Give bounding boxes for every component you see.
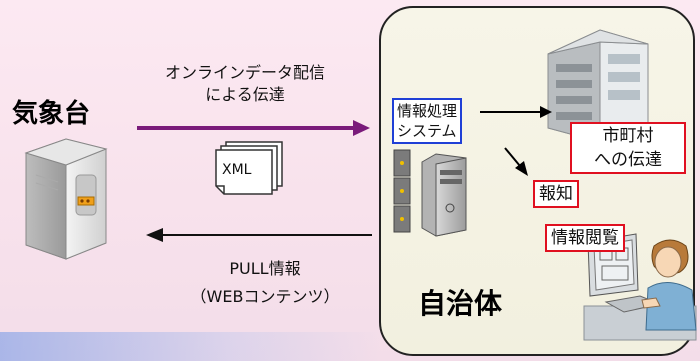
to-building-arrow-head	[540, 106, 552, 118]
xml-label: XML	[222, 162, 252, 178]
agency-title: 気象台	[12, 99, 91, 129]
push-arrow-head	[353, 120, 370, 136]
online-delivery-label-line2: による伝達	[205, 85, 285, 104]
municipality-title: 自治体	[418, 287, 503, 320]
decorative-band	[0, 332, 380, 361]
document-stack-icon	[215, 141, 283, 195]
pull-info-label-line1: PULL情報	[229, 259, 301, 278]
online-delivery-label: オンラインデータ配信 による伝達	[140, 62, 350, 106]
notice-box: 報知	[533, 180, 579, 208]
info-system-line1: 情報処理	[397, 102, 458, 120]
city-delivery-line2: への伝達	[594, 150, 662, 170]
server-icon	[24, 138, 108, 260]
viewing-box: 情報閲覧	[545, 224, 625, 252]
online-delivery-label-line1: オンラインデータ配信	[164, 63, 325, 82]
server-rack-icon	[393, 149, 467, 237]
to-viewer-arrow-head	[515, 161, 528, 176]
building-icon	[547, 29, 649, 143]
pull-arrow-head	[146, 228, 163, 242]
city-delivery-box: 市町村 への伝達	[570, 122, 686, 174]
info-system-line2: システム	[397, 122, 457, 140]
pull-info-label-line2: （WEBコンテンツ）	[190, 287, 340, 306]
person-at-computer-icon	[583, 233, 697, 341]
city-delivery-line1: 市町村	[602, 126, 654, 146]
info-system-box: 情報処理 システム	[392, 98, 463, 144]
to-viewer-arrow-line	[504, 147, 521, 167]
pull-info-label: PULL情報 （WEBコンテンツ）	[165, 258, 365, 308]
